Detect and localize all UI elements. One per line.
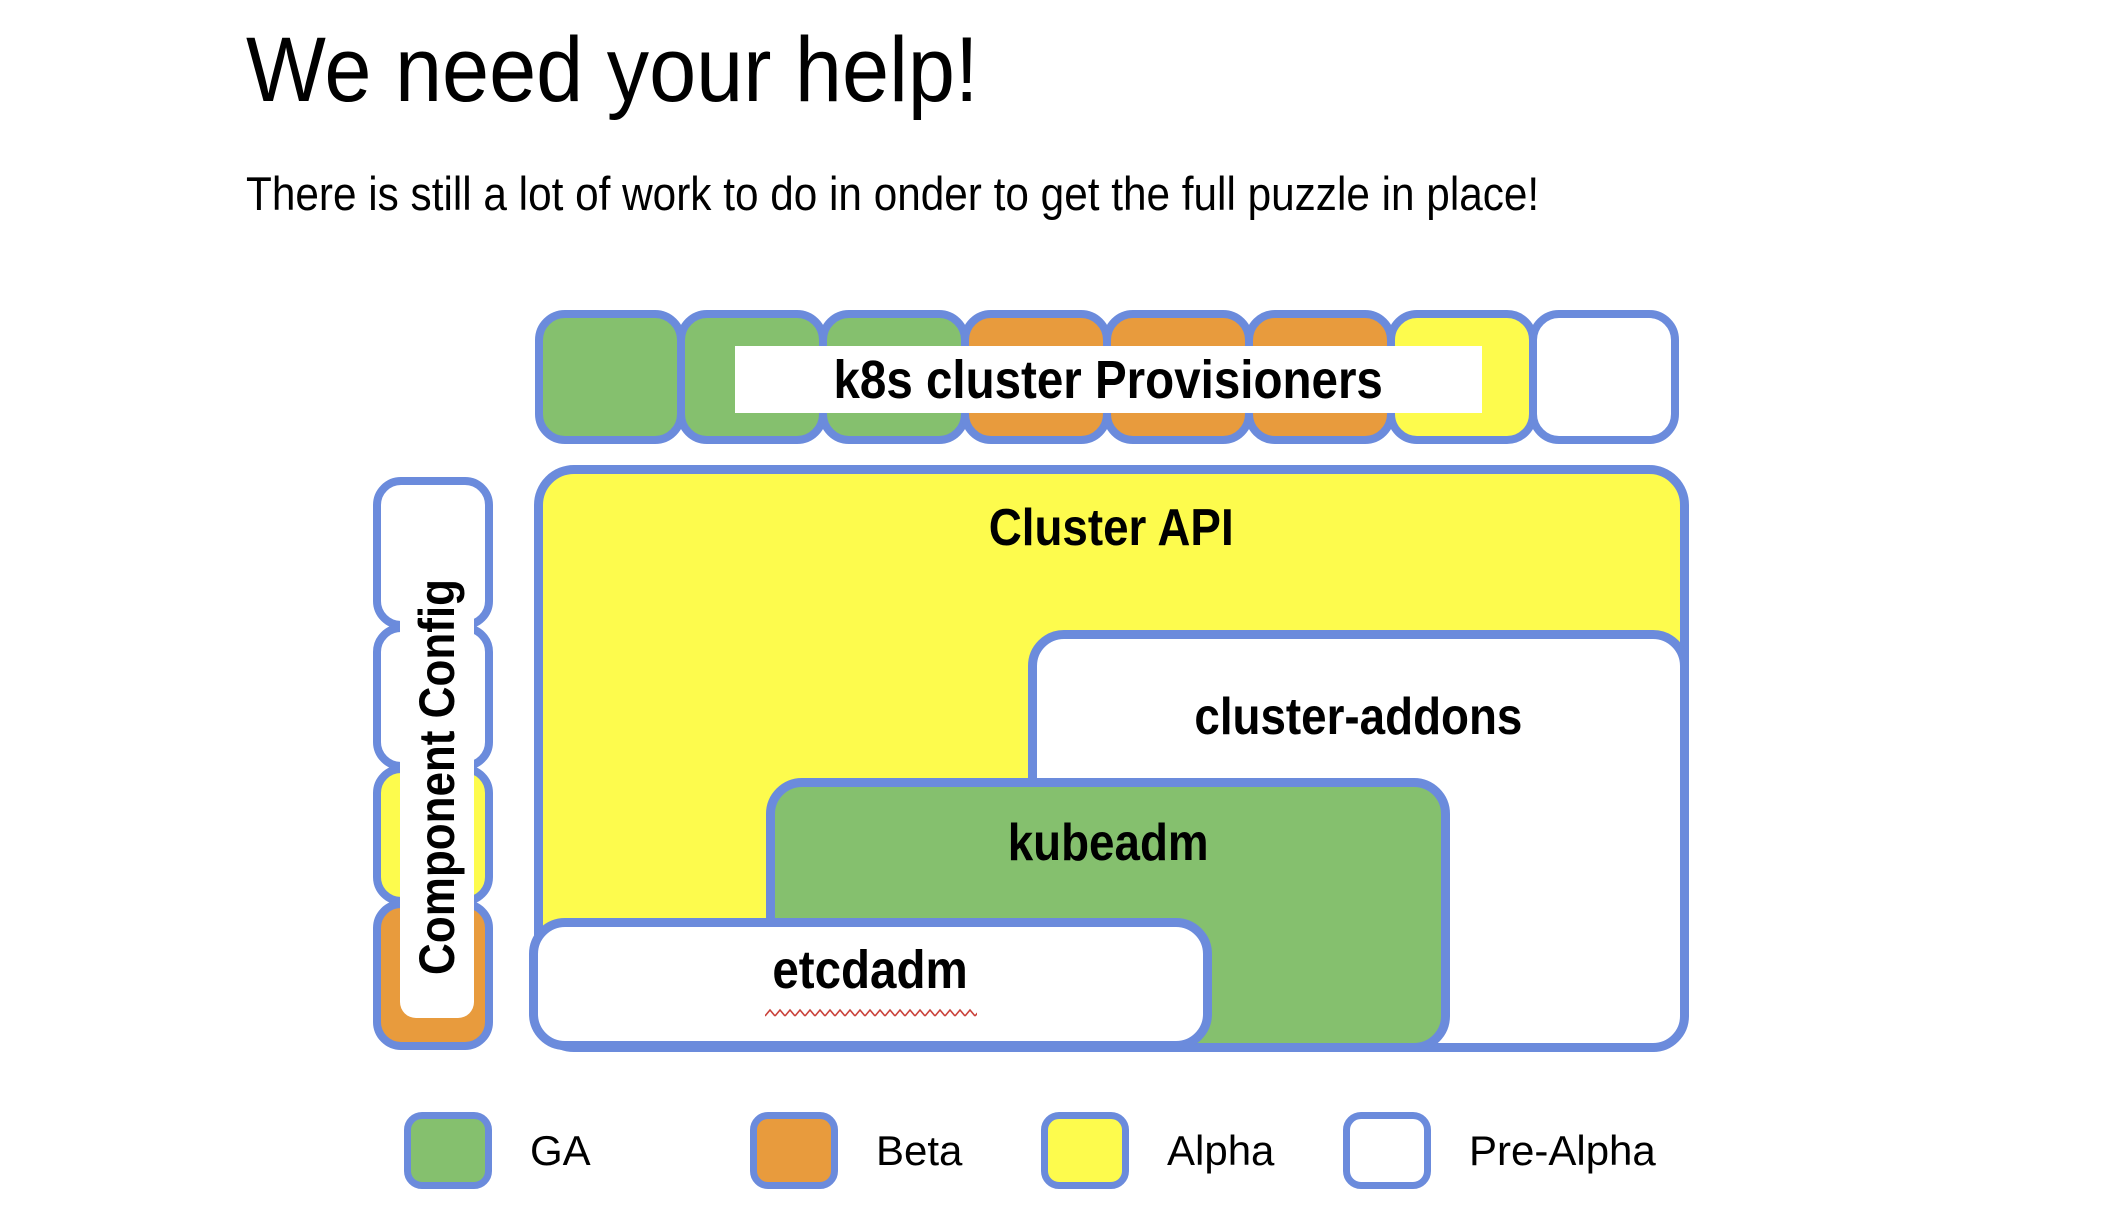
legend-item-alpha: Alpha xyxy=(1041,1112,1274,1189)
cluster-api-label: Cluster API xyxy=(989,499,1234,557)
provisioners-label: k8s cluster Provisioners xyxy=(833,349,1384,410)
legend-label-beta: Beta xyxy=(876,1126,963,1174)
provisioners-label-box: k8s cluster Provisioners xyxy=(735,346,1482,413)
legend-item-ga: GA xyxy=(404,1112,591,1189)
component-config-label-box: Component Config xyxy=(400,536,474,1018)
legend-swatch-pre-alpha xyxy=(1343,1112,1431,1189)
kubeadm-label: kubeadm xyxy=(1007,814,1209,872)
component-config-label: Component Config xyxy=(409,579,465,975)
legend-label-alpha: Alpha xyxy=(1167,1126,1275,1174)
etcdadm-label: etcdadm xyxy=(772,940,969,1000)
provisioner-piece xyxy=(1529,310,1679,444)
slide-subtitle: There is still a lot of work to do in on… xyxy=(246,167,1540,220)
spellcheck-squiggle-underline xyxy=(764,1007,977,1019)
legend-swatch-alpha xyxy=(1041,1112,1129,1189)
legend-item-beta: Beta xyxy=(750,1112,962,1189)
legend-swatch-ga xyxy=(404,1112,492,1189)
legend-label-ga: GA xyxy=(530,1126,591,1174)
etcdadm-box: etcdadm xyxy=(529,918,1212,1050)
slide-title: We need your help! xyxy=(246,19,979,121)
legend-swatch-beta xyxy=(750,1112,838,1189)
provisioner-piece xyxy=(535,310,685,444)
legend-label-pre-alpha: Pre-Alpha xyxy=(1469,1126,1656,1174)
legend-item-pre-alpha: Pre-Alpha xyxy=(1343,1112,1656,1189)
cluster-addons-label: cluster-addons xyxy=(1194,688,1523,746)
